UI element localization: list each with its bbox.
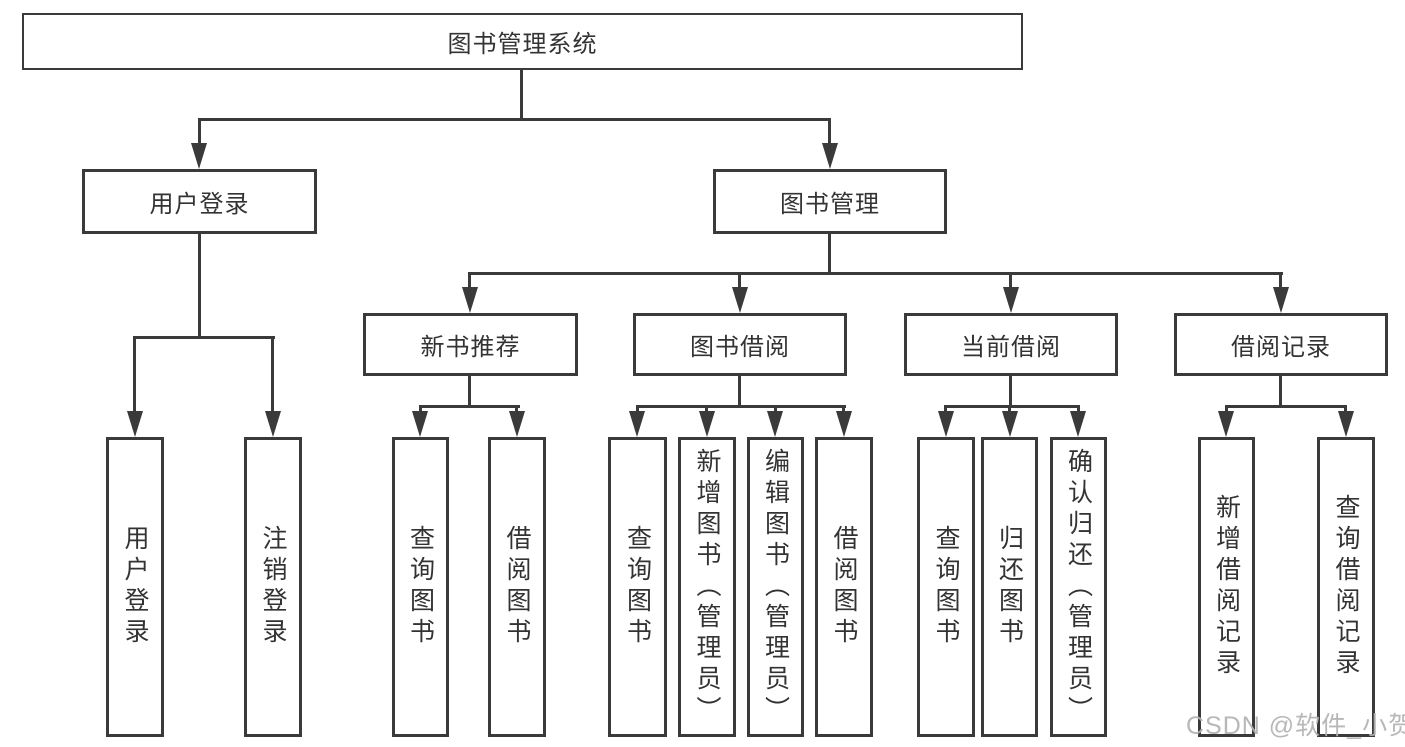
- leaf-label: 查询借阅记录: [1332, 494, 1360, 680]
- arrow-down-icon: [822, 143, 838, 169]
- connector-line: [1009, 376, 1012, 408]
- arrow-down-icon: [699, 411, 715, 437]
- connector-line: [1009, 272, 1012, 292]
- leaf-label: 查询图书: [406, 525, 435, 649]
- connector-line: [133, 336, 275, 339]
- arrow-down-icon: [127, 411, 143, 437]
- connector-line: [469, 272, 1283, 275]
- leaf-user-login: 用户登录: [106, 437, 164, 737]
- connector-line: [133, 336, 136, 414]
- arrow-down-icon: [1002, 411, 1018, 437]
- watermark: CSDN @软件_小贺同学: [1186, 712, 1405, 740]
- arrow-down-icon: [1273, 287, 1289, 313]
- connector-line: [520, 69, 523, 120]
- leaf-query-book-recommend: 查询图书: [392, 437, 449, 737]
- leaf-label: 归还图书: [995, 525, 1024, 649]
- leaf-query-borrow-record: 查询借阅记录: [1317, 437, 1375, 737]
- leaf-add-borrow-record: 新增借阅记录: [1198, 437, 1255, 737]
- arrow-down-icon: [629, 411, 645, 437]
- leaf-label: 借阅图书: [503, 525, 531, 649]
- leaf-label: 编辑图书（管理员）: [761, 447, 790, 727]
- leaf-return-book: 归还图书: [981, 437, 1038, 737]
- connector-line: [828, 118, 831, 146]
- leaf-label: 借阅图书: [830, 525, 858, 649]
- leaf-label: 用户登录: [121, 525, 149, 649]
- arrow-down-icon: [1338, 411, 1354, 437]
- arrow-down-icon: [462, 287, 478, 313]
- leaf-confirm-return-admin: 确认归还（管理员）: [1050, 437, 1107, 737]
- node-user-login: 用户登录: [82, 169, 317, 234]
- node-book-management: 图书管理: [713, 169, 947, 234]
- arrow-down-icon: [1003, 287, 1019, 313]
- leaf-edit-book-admin: 编辑图书（管理员）: [747, 437, 804, 737]
- arrow-down-icon: [265, 411, 281, 437]
- arrow-down-icon: [1218, 411, 1234, 437]
- arrow-down-icon: [191, 143, 207, 169]
- leaf-query-book-current: 查询图书: [917, 437, 975, 737]
- connector-line: [1279, 272, 1282, 292]
- leaf-label: 新增图书（管理员）: [693, 447, 721, 727]
- arrow-down-icon: [938, 411, 954, 437]
- connector-line: [1225, 405, 1347, 408]
- leaf-label: 查询图书: [623, 525, 652, 649]
- leaf-label: 查询图书: [932, 525, 960, 649]
- leaf-query-book-borrowing: 查询图书: [608, 437, 667, 737]
- arrow-down-icon: [412, 411, 428, 437]
- connector-line: [198, 234, 201, 338]
- leaf-borrow-book-borrowing: 借阅图书: [815, 437, 873, 737]
- connector-line: [468, 272, 471, 292]
- leaf-label: 新增借阅记录: [1212, 494, 1241, 680]
- connector-line: [944, 405, 1080, 408]
- leaf-label: 确认归还（管理员）: [1064, 447, 1093, 727]
- leaf-add-book-admin: 新增图书（管理员）: [678, 437, 736, 737]
- node-borrowing-records: 借阅记录: [1174, 313, 1388, 376]
- connector-line: [198, 118, 831, 121]
- connector-line: [1279, 376, 1282, 408]
- connector-line: [468, 376, 471, 408]
- connector-line: [271, 336, 274, 414]
- connector-line: [636, 405, 846, 408]
- node-library-system: 图书管理系统: [22, 13, 1023, 70]
- node-new-book-recommend: 新书推荐: [363, 313, 578, 376]
- connector-line: [419, 405, 520, 408]
- connector-line: [198, 118, 201, 146]
- arrow-down-icon: [732, 287, 748, 313]
- arrow-down-icon: [509, 411, 525, 437]
- node-book-borrowing: 图书借阅: [633, 313, 847, 376]
- connector-line: [738, 272, 741, 292]
- arrow-down-icon: [767, 411, 783, 437]
- leaf-label: 注销登录: [259, 525, 287, 649]
- arrow-down-icon: [1070, 411, 1086, 437]
- arrow-down-icon: [836, 411, 852, 437]
- connector-line: [738, 376, 741, 408]
- connector-line: [828, 234, 831, 275]
- leaf-borrow-book-recommend: 借阅图书: [488, 437, 546, 737]
- leaf-logout: 注销登录: [244, 437, 302, 737]
- node-current-borrowing: 当前借阅: [904, 313, 1118, 376]
